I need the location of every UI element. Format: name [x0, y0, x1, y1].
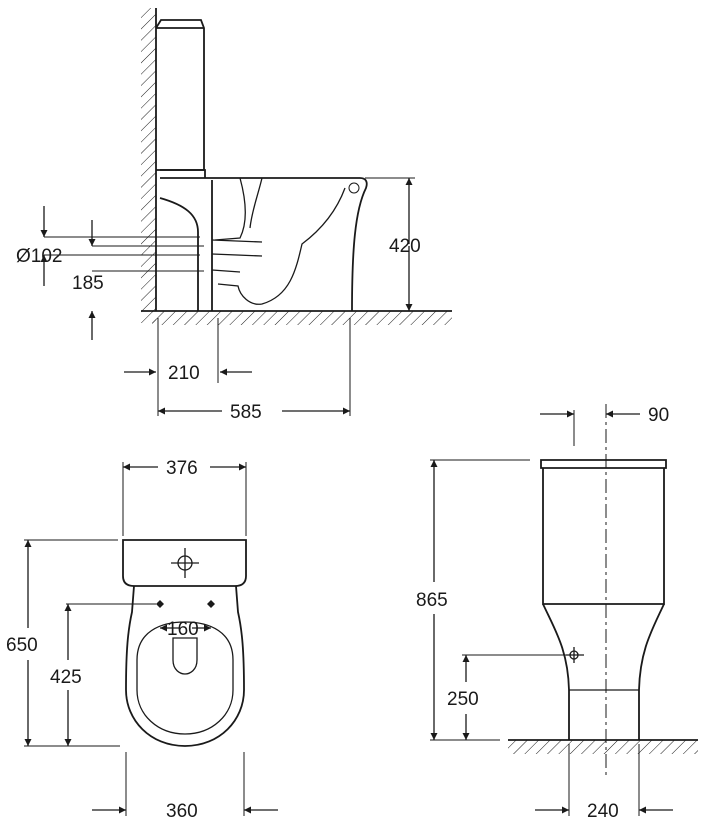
- fixing-distance-label: 425: [50, 667, 82, 688]
- overall-depth-label: 585: [230, 402, 262, 423]
- dim-rim-height: 420: [365, 177, 421, 311]
- drain-top: [172, 637, 198, 675]
- dim-pipe-diameter: Ø102: [16, 206, 200, 286]
- dim-tank-width: 376: [122, 458, 247, 536]
- cistern-side: [155, 19, 205, 171]
- inlet-point: [462, 647, 584, 663]
- dim-bowl-width: 360: [92, 752, 278, 822]
- inlet-height-label: 250: [447, 689, 479, 710]
- front-view: 90 865: [416, 404, 698, 822]
- cistern-front: [540, 459, 667, 605]
- dim-overall-depth: 585: [158, 318, 351, 423]
- bowl-top: [125, 585, 245, 747]
- floor-front: [508, 739, 698, 754]
- top-view: 376 160 650: [6, 458, 278, 822]
- pipe-diameter-label: Ø102: [16, 246, 62, 267]
- outlet-wall-label: 210: [168, 363, 200, 384]
- tank-top: [122, 539, 247, 587]
- offset-label: 90: [648, 405, 669, 426]
- dim-overall-height: 865: [416, 459, 530, 741]
- rim-hole: [348, 182, 360, 194]
- pedestal-front: [542, 603, 665, 740]
- base-width-label: 240: [587, 801, 619, 822]
- floor-side: [141, 310, 452, 325]
- outlet-height-label: 185: [72, 273, 104, 294]
- overall-height-label: 865: [416, 590, 448, 611]
- overall-length-label: 650: [6, 635, 38, 656]
- dim-base-width: 240: [535, 744, 673, 822]
- dim-offset: 90: [540, 405, 669, 446]
- dim-outlet-wall: 210: [124, 318, 252, 416]
- fixing-spacing-label: 160: [167, 619, 199, 640]
- flush-button-icon: [171, 548, 199, 578]
- dim-fixing-distance: 425: [50, 604, 82, 746]
- side-view: Ø102 185 420 210: [16, 8, 452, 423]
- trap-side: [211, 177, 346, 305]
- dim-inlet-height: 250: [447, 655, 479, 740]
- dim-outlet-height: 185: [72, 220, 204, 340]
- bowl-width-label: 360: [166, 801, 198, 822]
- fixing-points: 160: [66, 600, 215, 640]
- dim-overall-length: 650: [6, 539, 120, 747]
- tank-width-label: 376: [166, 458, 198, 479]
- rim-height-label: 420: [389, 236, 421, 257]
- seat-top: [136, 621, 234, 735]
- bowl-side: [159, 169, 368, 312]
- wall: [141, 8, 157, 323]
